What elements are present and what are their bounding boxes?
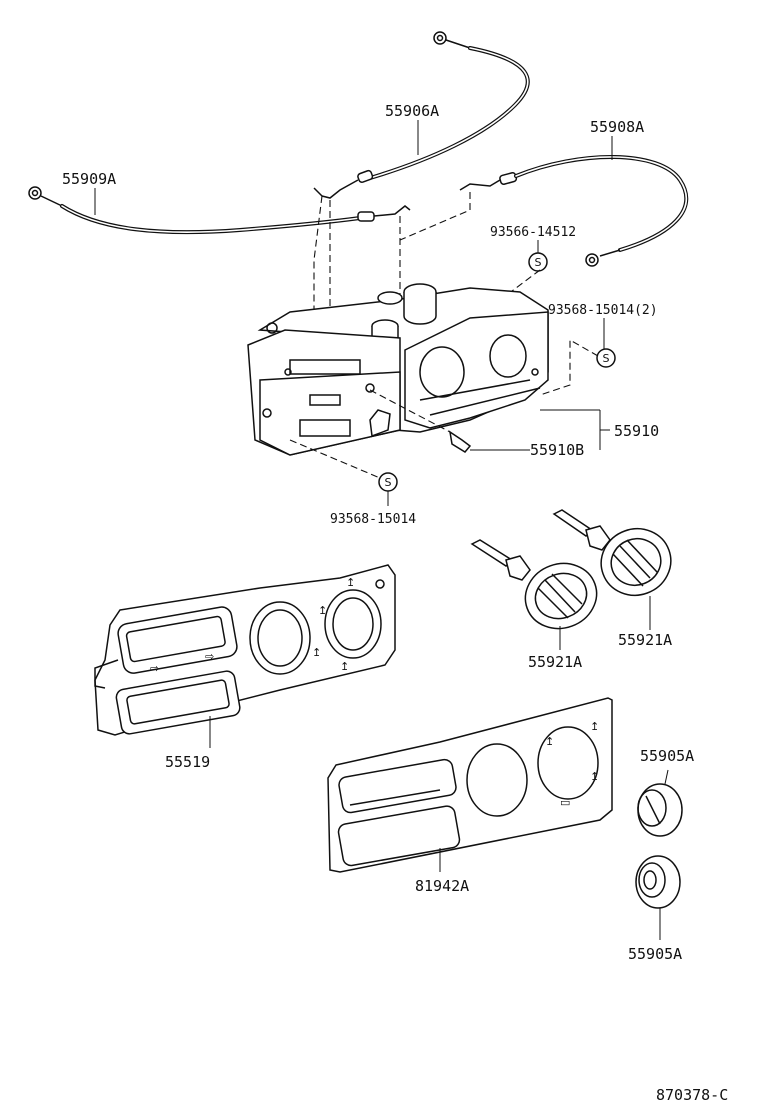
svg-text:S: S <box>535 256 542 269</box>
svg-text:↥: ↥ <box>590 770 599 783</box>
knob-55921A-left <box>470 539 598 630</box>
label-55908A: 55908A <box>590 118 644 136</box>
svg-text:▭: ▭ <box>560 796 570 809</box>
svg-text:S: S <box>385 476 392 489</box>
cable-55909A <box>28 186 411 235</box>
label-93568-15014: 93568-15014 <box>330 512 416 527</box>
label-55905A-bottom: 55905A <box>628 945 682 963</box>
svg-text:⇨: ⇨ <box>150 662 159 675</box>
label-55910: 55910 <box>614 422 659 440</box>
label-55906A: 55906A <box>385 102 439 120</box>
label-55909A: 55909A <box>62 170 116 188</box>
figure-number: 870378-C <box>656 1086 728 1104</box>
screw-symbol-93566: S <box>528 252 548 272</box>
svg-text:↥: ↥ <box>312 646 321 659</box>
label-81942A: 81942A <box>415 877 469 895</box>
cable-guide-lines <box>313 192 599 396</box>
heater-control-unit-55910 <box>247 283 549 456</box>
screw-symbol-93568-bottom: S <box>378 472 398 492</box>
label-55921A-left: 55921A <box>528 653 582 671</box>
knob-55905A-top <box>637 783 683 837</box>
svg-text:↥: ↥ <box>318 604 327 617</box>
label-55519: 55519 <box>165 753 210 771</box>
svg-text:↥: ↥ <box>590 720 599 733</box>
label-55921A-right: 55921A <box>618 631 672 649</box>
panel-81942A: ↥ ↥ ↥ ▭ <box>327 697 613 873</box>
label-55910B: 55910B <box>530 441 584 459</box>
leader-lines <box>94 120 669 940</box>
label-55905A-top: 55905A <box>640 747 694 765</box>
svg-text:S: S <box>603 352 610 365</box>
knob-55905A-bottom <box>635 855 681 909</box>
label-93568-15014-qty: 93568-15014(2) <box>548 303 658 318</box>
svg-text:↥: ↥ <box>545 735 554 748</box>
screw-symbol-93568-right: S <box>596 348 616 368</box>
cable-55908A <box>459 155 689 267</box>
cable-55906A <box>313 31 530 199</box>
label-93566-14512: 93566-14512 <box>490 225 576 240</box>
svg-text:↥: ↥ <box>346 576 355 589</box>
panel-55519: ↥ ↥ ↥ ↥ ⇨ ⇨ <box>94 564 396 736</box>
knob-55921A-right <box>552 509 672 596</box>
svg-text:↥: ↥ <box>340 660 349 673</box>
svg-text:⇨: ⇨ <box>205 650 214 663</box>
